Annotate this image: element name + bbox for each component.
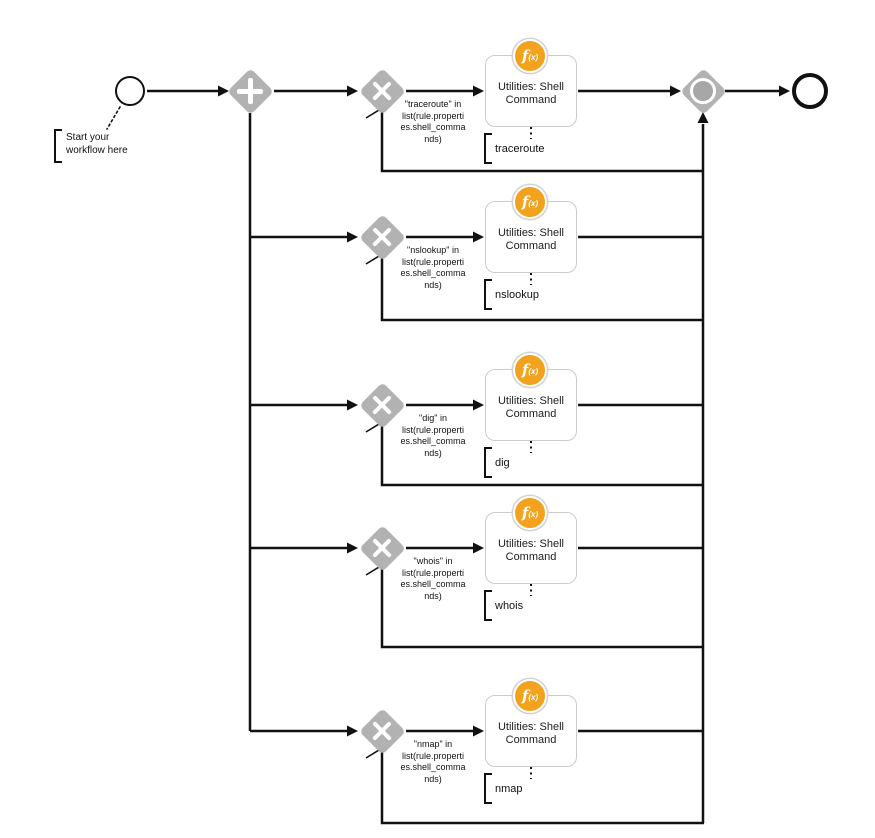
- task-label: traceroute: [484, 133, 545, 164]
- function-f-glyph: f: [521, 686, 529, 705]
- annotation-link: [106, 106, 121, 130]
- function-args-glyph: (x): [528, 509, 539, 519]
- task-label-text: traceroute: [495, 142, 545, 155]
- condition-label: "traceroute" in list(rule.properti es.sh…: [400, 99, 466, 144]
- join-circle-icon: [690, 78, 716, 104]
- task-label-text: dig: [495, 456, 510, 469]
- start-annotation-text: Start your workflow here: [66, 132, 128, 156]
- condition-label: "dig" in list(rule.properti es.shell_com…: [400, 413, 466, 458]
- label-bracket-icon: [484, 447, 492, 478]
- function-f-glyph: f: [521, 46, 529, 65]
- function-icon: f (x): [513, 679, 547, 713]
- plus-icon: [247, 78, 253, 104]
- task-title: Utilities: Shell Command: [497, 81, 565, 106]
- task-label: nmap: [484, 773, 523, 804]
- task-node-traceroute[interactable]: Utilities: Shell Command: [485, 55, 577, 127]
- label-bracket-icon: [484, 590, 492, 621]
- function-args-glyph: (x): [528, 692, 539, 702]
- task-label: whois: [484, 590, 523, 621]
- label-bracket-icon: [484, 279, 492, 310]
- label-bracket-icon: [484, 133, 492, 164]
- function-icon: f (x): [513, 39, 547, 73]
- function-icon: f (x): [513, 496, 547, 530]
- function-args-glyph: (x): [528, 198, 539, 208]
- function-args-glyph: (x): [528, 52, 539, 62]
- task-label-text: whois: [495, 599, 524, 612]
- function-icon: f (x): [513, 353, 547, 387]
- task-label: dig: [484, 447, 510, 478]
- function-args-glyph: (x): [528, 366, 539, 376]
- task-title: Utilities: Shell Command: [497, 227, 565, 252]
- function-f-glyph: f: [521, 192, 529, 211]
- condition-label: "whois" in list(rule.properti es.shell_c…: [400, 556, 466, 601]
- task-label-text: nmap: [495, 782, 523, 795]
- condition-label: "nslookup" in list(rule.properti es.shel…: [400, 245, 466, 290]
- function-f-glyph: f: [521, 503, 529, 522]
- task-title: Utilities: Shell Command: [497, 395, 565, 420]
- annotation-bracket-icon: [54, 129, 62, 163]
- arrowheads: [218, 85, 790, 737]
- sequence-flows: [147, 89, 779, 825]
- start-annotation: Start your workflow here: [54, 129, 128, 163]
- task-title: Utilities: Shell Command: [497, 721, 565, 746]
- start-event-node[interactable]: [115, 76, 145, 106]
- label-bracket-icon: [484, 773, 492, 804]
- condition-label: "nmap" in list(rule.properti es.shell_co…: [400, 739, 466, 784]
- function-f-glyph: f: [521, 360, 529, 379]
- parallel-gateway-node[interactable]: [226, 67, 274, 115]
- join-gateway-node[interactable]: [679, 67, 727, 115]
- task-label: nslookup: [484, 279, 539, 310]
- task-title: Utilities: Shell Command: [497, 538, 565, 563]
- function-icon: f (x): [513, 185, 547, 219]
- task-label-text: nslookup: [495, 288, 540, 301]
- end-event-node[interactable]: [792, 73, 828, 109]
